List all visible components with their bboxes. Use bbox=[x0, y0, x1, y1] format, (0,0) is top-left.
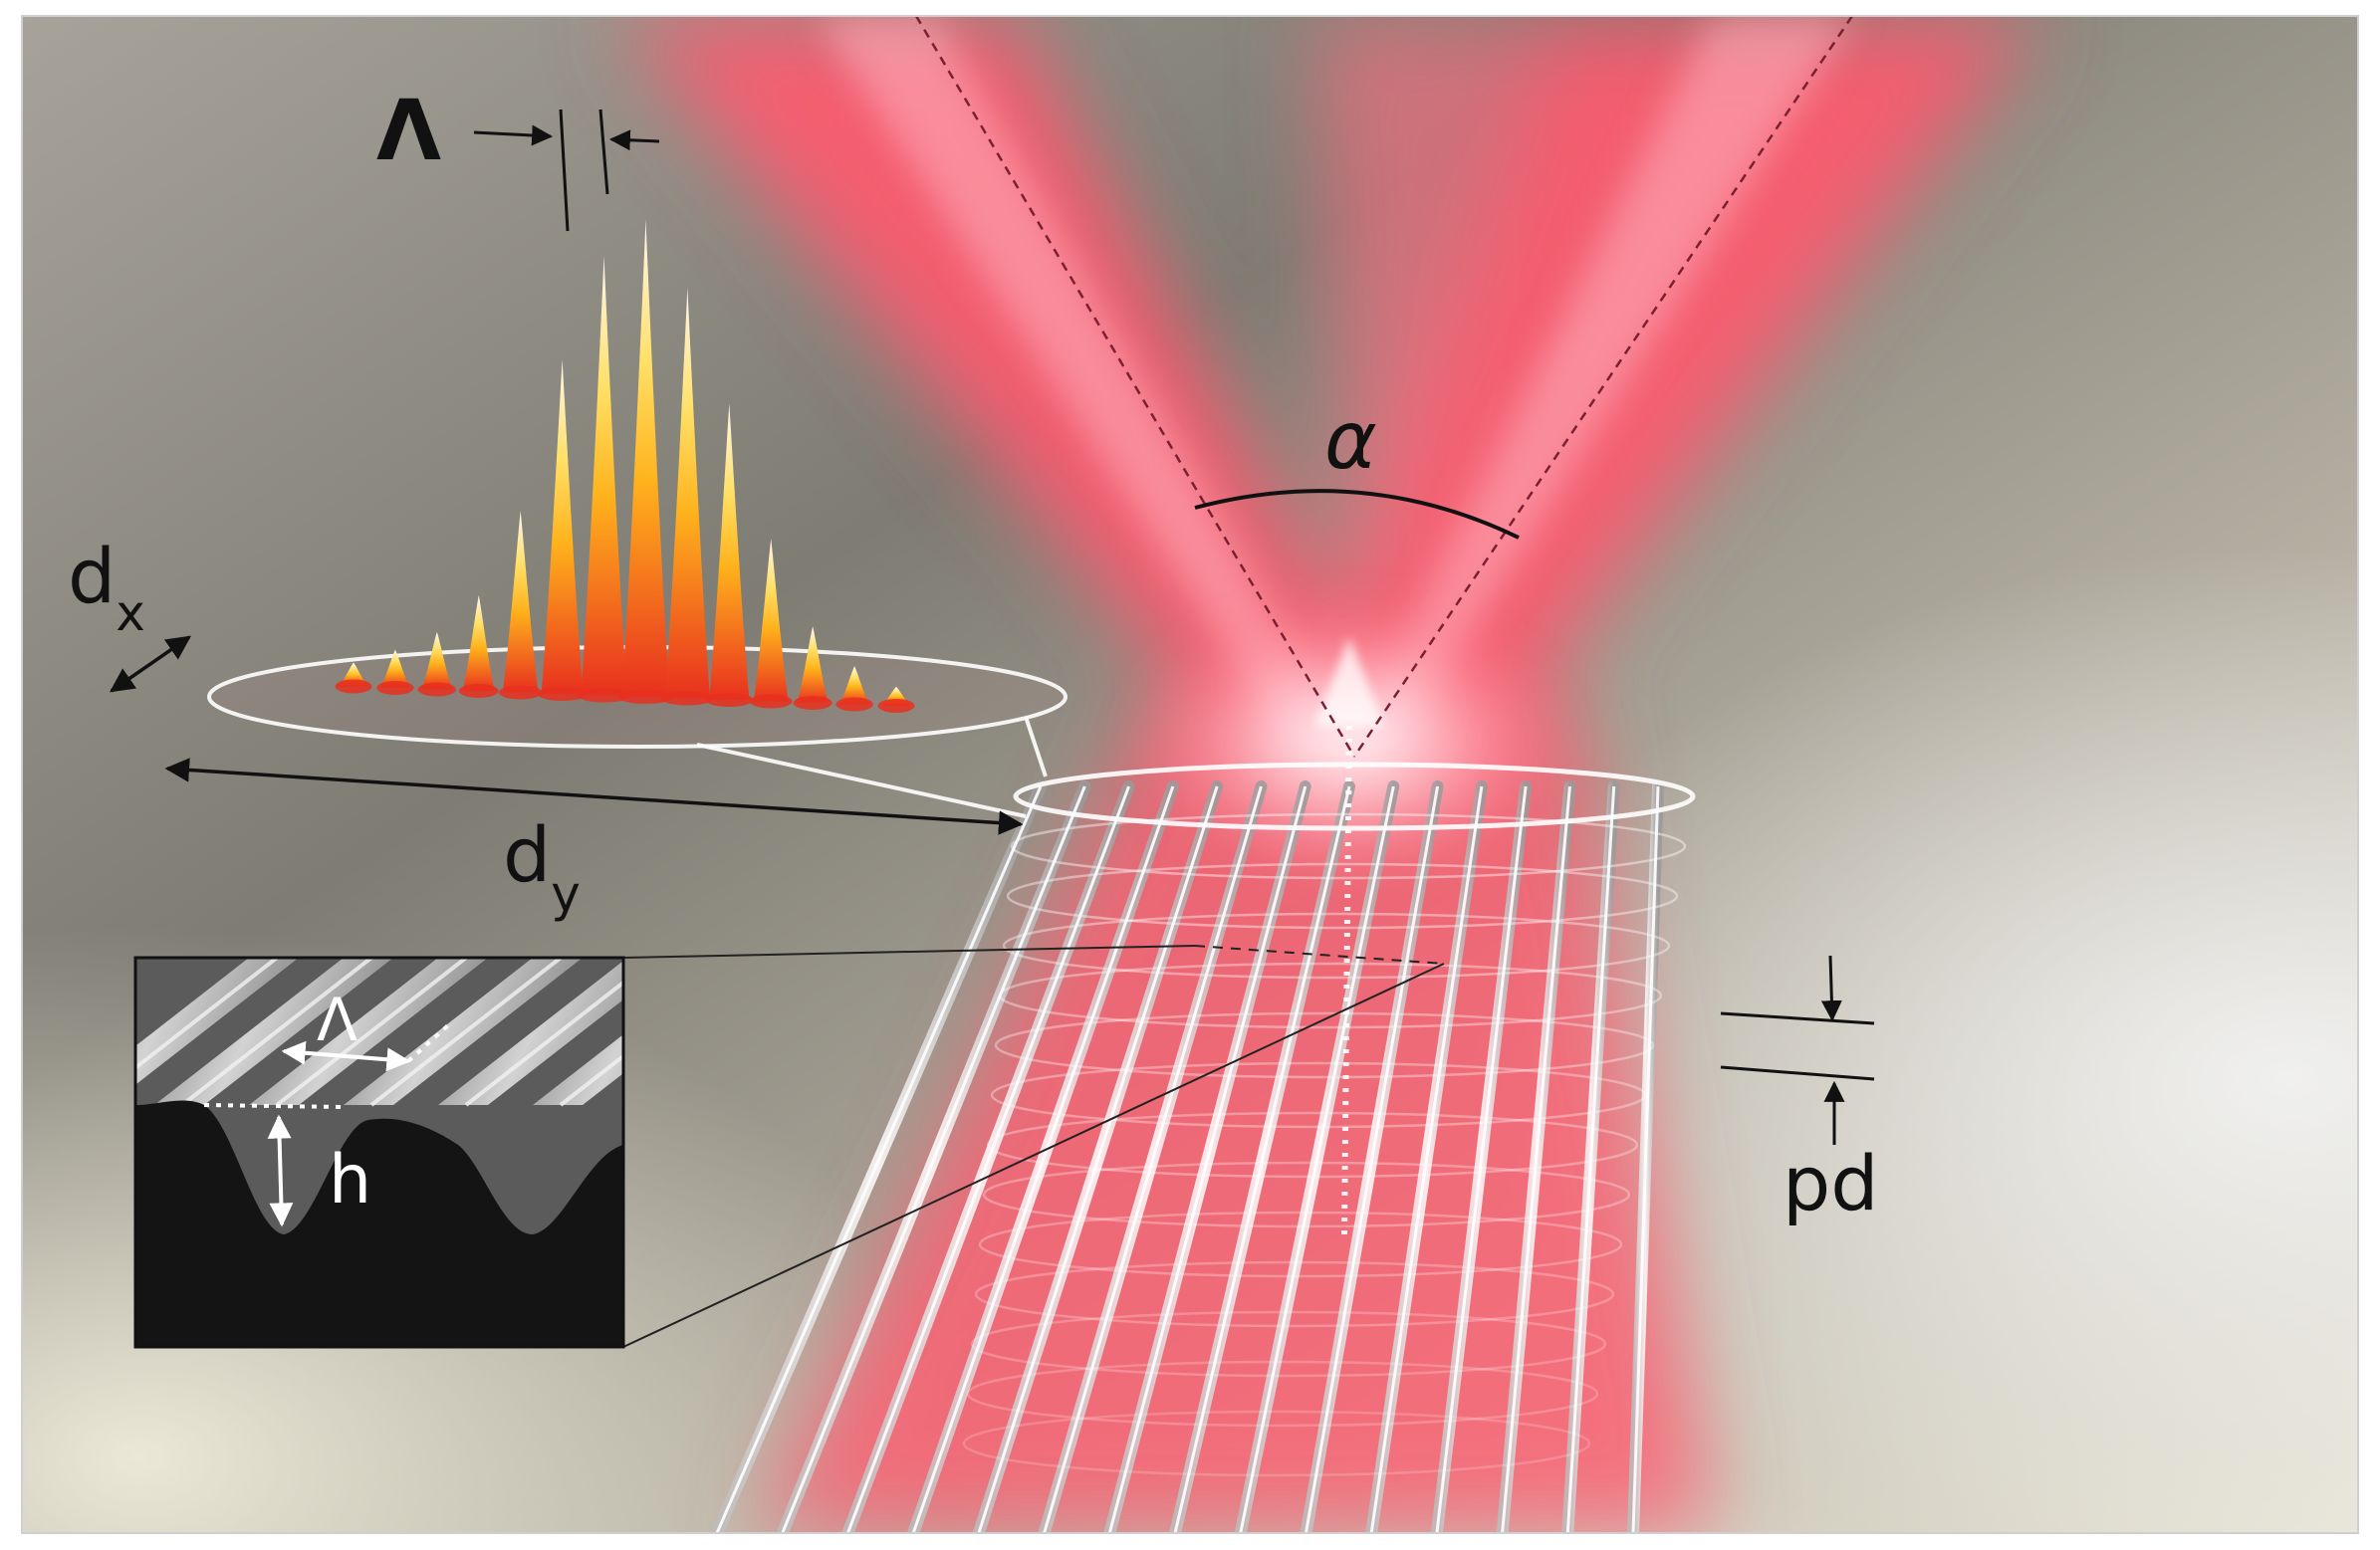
diffraction-peak bbox=[380, 649, 410, 688]
diffraction-peak bbox=[709, 403, 750, 700]
dx-label-sub: x bbox=[116, 584, 145, 642]
waveguide-rod-highlight bbox=[1043, 785, 1263, 1533]
diffraction-peak bbox=[421, 631, 453, 690]
period-label: Λ bbox=[376, 82, 441, 179]
dx-label: dx bbox=[68, 532, 145, 642]
layer-ring bbox=[962, 1410, 1591, 1477]
waveguide-rod-highlight bbox=[781, 785, 1086, 1533]
diffraction-peak bbox=[839, 666, 869, 705]
grating-ridge-highlight bbox=[180, 958, 373, 1107]
alpha-arc bbox=[1194, 489, 1520, 540]
peak-base bbox=[660, 691, 714, 706]
waveguide-rod-highlight bbox=[1565, 785, 1616, 1533]
layer-ring bbox=[966, 1360, 1599, 1428]
pd-measure bbox=[1720, 955, 1875, 1145]
diffraction-peak bbox=[462, 595, 495, 691]
dy-arrow bbox=[164, 758, 1024, 835]
dx-label-main: d bbox=[68, 532, 116, 620]
diffraction-peak bbox=[502, 511, 539, 693]
diffraction-peak bbox=[541, 359, 584, 694]
waveguide-rod-highlight bbox=[1304, 785, 1440, 1533]
layer-ring bbox=[974, 1260, 1615, 1328]
dx-arrow bbox=[109, 635, 192, 693]
layer-ring bbox=[970, 1310, 1607, 1378]
waveguide-rod-highlight bbox=[977, 785, 1219, 1533]
layer-ring bbox=[982, 1161, 1631, 1228]
layer-ring bbox=[990, 1061, 1647, 1129]
peak-base bbox=[577, 688, 631, 703]
peak-base bbox=[417, 682, 457, 697]
waveguide-rod-array bbox=[711, 780, 1664, 1533]
layer-ring bbox=[986, 1111, 1639, 1179]
waveguide-rod-highlight bbox=[1107, 785, 1308, 1533]
peak-base bbox=[498, 685, 543, 700]
grating-inset: Λ h bbox=[133, 956, 625, 1349]
peak-base bbox=[705, 693, 754, 707]
layer-ring bbox=[1010, 812, 1687, 880]
layer-ring bbox=[1006, 862, 1679, 930]
layer-ring bbox=[994, 1011, 1655, 1079]
inset-period-label: Λ bbox=[317, 986, 357, 1055]
inset-zoom-lines bbox=[622, 945, 1445, 1348]
beam-axis bbox=[1314, 637, 1384, 1235]
grating-ridge-highlight bbox=[559, 1053, 623, 1107]
cone-angle-lines bbox=[914, 16, 1854, 758]
diffraction-peak bbox=[621, 219, 670, 697]
grating-ridge-highlight bbox=[135, 958, 279, 1071]
diffraction-peak bbox=[753, 539, 789, 702]
peak-base bbox=[749, 694, 793, 709]
dy-label: dy bbox=[503, 810, 581, 923]
grating-ridge-highlight bbox=[275, 958, 468, 1107]
diffraction-peak bbox=[797, 626, 829, 703]
diffraction-peak bbox=[664, 287, 710, 699]
peak-base bbox=[793, 696, 833, 710]
waveguide-rod-highlight bbox=[1631, 785, 1660, 1533]
layer-ring bbox=[1002, 912, 1671, 980]
inset-height-label: h bbox=[329, 1141, 371, 1219]
grating-ridge bbox=[533, 1034, 623, 1105]
peak-base bbox=[537, 687, 588, 701]
peak-base bbox=[617, 690, 674, 704]
grating-ridge-highlight bbox=[369, 958, 563, 1107]
layer-ring bbox=[998, 962, 1663, 1029]
waveguide-rod-highlight bbox=[1239, 785, 1395, 1533]
peak-base bbox=[376, 681, 414, 695]
grating-ridge-highlight bbox=[464, 980, 623, 1107]
peak-base bbox=[835, 697, 873, 712]
dy-label-main: d bbox=[503, 810, 551, 899]
waveguide-rod-highlight bbox=[846, 785, 1130, 1533]
alpha-label: α bbox=[1324, 394, 1377, 487]
peak-base bbox=[458, 684, 499, 698]
grating-ridge bbox=[438, 961, 623, 1105]
pd-label: pd bbox=[1783, 1139, 1878, 1227]
period-measure-top bbox=[473, 109, 660, 232]
diffraction-peak bbox=[581, 255, 627, 696]
waveguide-rod-highlight bbox=[1435, 785, 1528, 1533]
waveguide-rod-highlight bbox=[715, 785, 1043, 1533]
diffraction-peaks bbox=[335, 219, 915, 713]
waveguide-rod-highlight bbox=[911, 785, 1175, 1533]
waveguide-rod-highlight bbox=[1501, 785, 1571, 1533]
waveguide-rod-highlight bbox=[1173, 785, 1351, 1533]
waveguide-rod-highlight bbox=[1369, 785, 1484, 1533]
propagation-arrow-icon bbox=[1314, 637, 1384, 727]
dy-label-sub: y bbox=[551, 865, 581, 923]
peak-base bbox=[877, 699, 915, 713]
grating-ridge bbox=[135, 958, 299, 1085]
peak-base bbox=[335, 679, 372, 694]
layer-ring bbox=[978, 1211, 1623, 1278]
